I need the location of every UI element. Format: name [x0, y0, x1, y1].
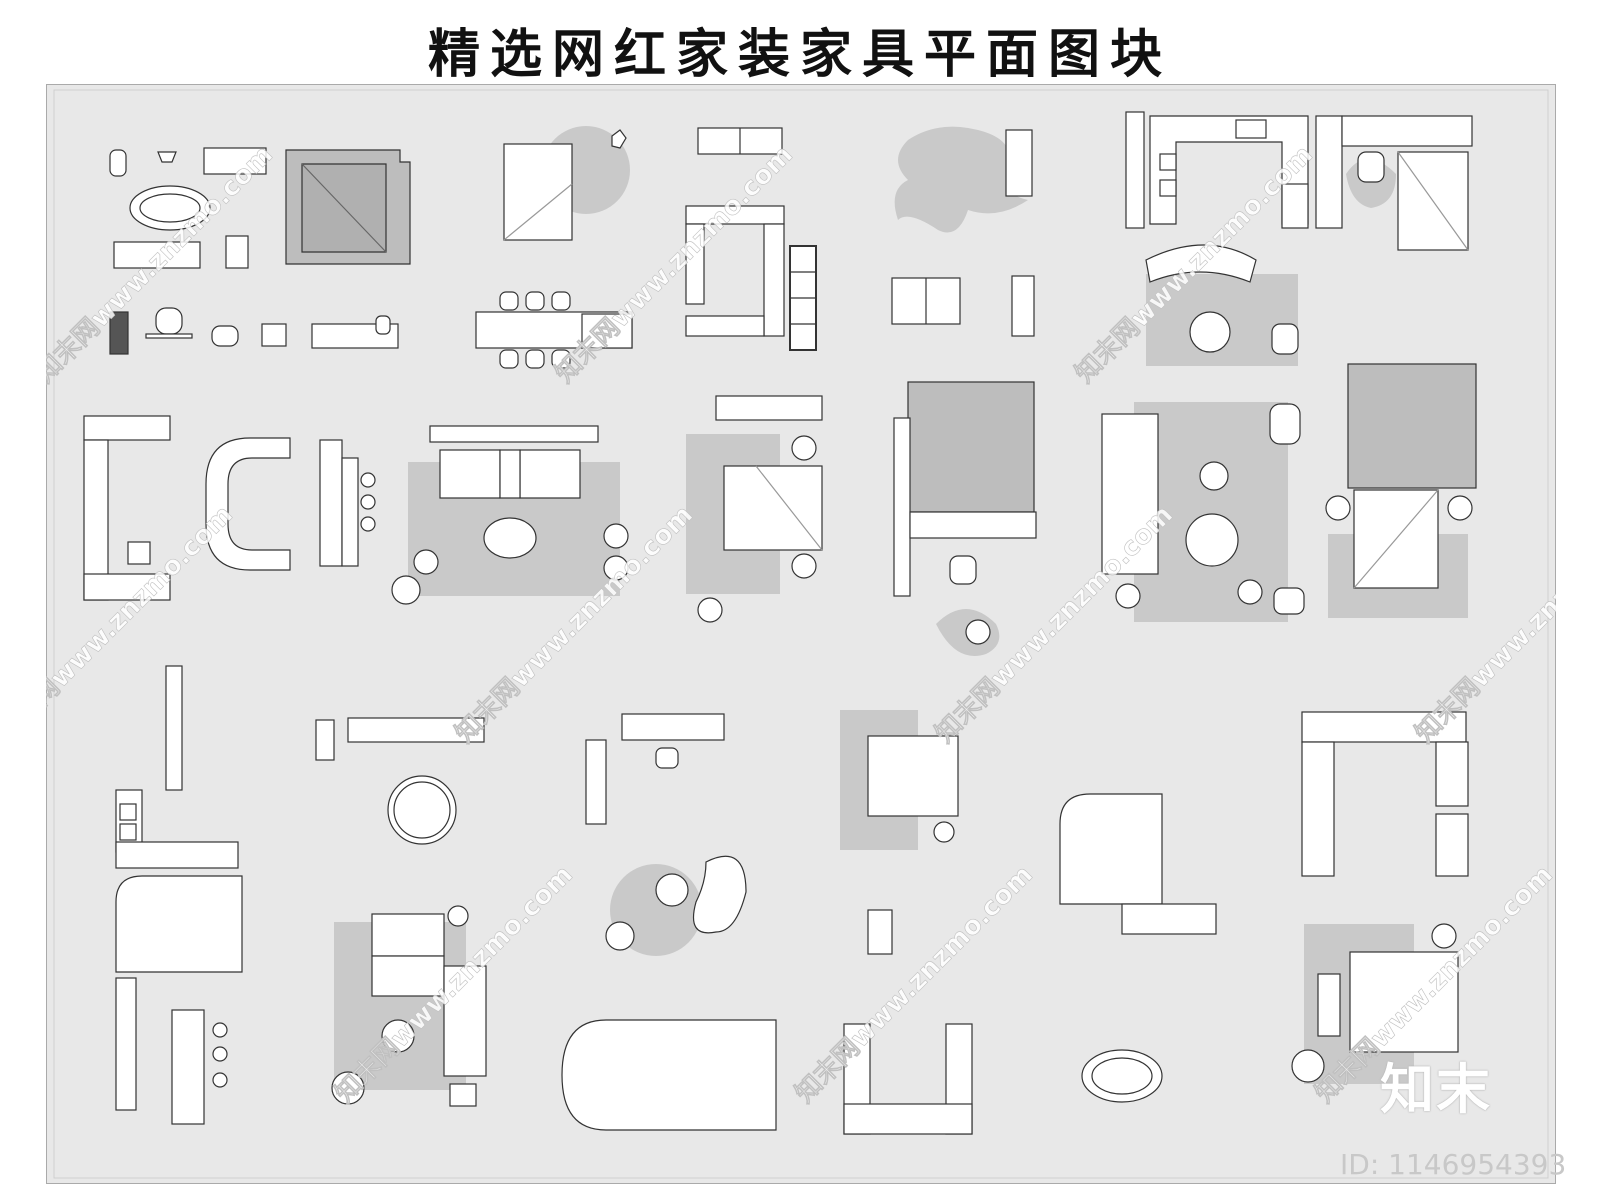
lounge-round-rug-block — [605, 855, 747, 956]
nightstand-small — [867, 909, 893, 955]
round-dining-block — [315, 717, 485, 845]
wardrobe-l-block — [83, 415, 171, 601]
sectional-sofa-rug-block — [331, 905, 487, 1107]
curved-sofa-living-block — [1145, 244, 1299, 366]
staircase-block-1 — [285, 149, 411, 265]
bedroom-corner-block — [1291, 923, 1459, 1084]
kitchen-l-counter — [115, 665, 239, 869]
bar-counter-with-stools — [319, 439, 376, 567]
kitchen-and-bedroom-block — [1125, 111, 1473, 251]
furniture-plan-board: 知末网www.znzmo.com 知末网www.znzmo.com 知末网www… — [46, 84, 1556, 1184]
long-sofa-living-block — [1101, 402, 1305, 622]
page-title: 精选网红家装家具平面图块 — [427, 24, 1172, 85]
dining-table-with-chairs — [475, 291, 633, 369]
curved-stair-block — [1059, 793, 1217, 935]
brand-logo: 知末 — [1380, 1058, 1492, 1121]
wardrobe-u-block-2 — [1301, 711, 1469, 877]
stair-capsule-block — [561, 1019, 777, 1131]
cowhide-rug-and-console — [891, 126, 1035, 337]
double-bed-rug-block — [840, 710, 959, 850]
sofa-living-rug-block — [391, 425, 629, 605]
image-id-label: ID: 1146954393 — [1340, 1148, 1567, 1181]
wardrobe-u-block-3 — [843, 1023, 973, 1135]
staircase-block-2 — [893, 381, 1037, 656]
bathroom-fixtures-block — [109, 147, 399, 355]
square-bed-rug-block — [686, 395, 823, 623]
freestanding-bathtub — [1081, 1049, 1163, 1103]
curved-stair-block-2 — [115, 875, 243, 1125]
curved-bench — [205, 437, 291, 571]
bedroom-stair-block — [1325, 363, 1477, 618]
wardrobe-u-block — [685, 127, 817, 351]
desk-with-chair — [585, 713, 725, 825]
bed-with-round-rug — [503, 126, 630, 241]
